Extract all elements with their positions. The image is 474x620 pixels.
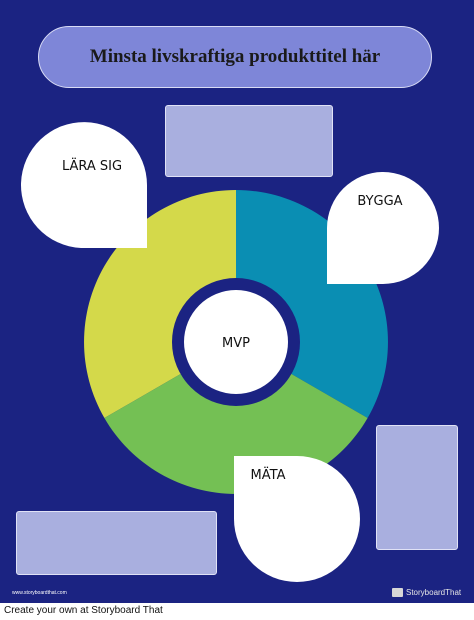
mvp-cycle-diagram: MVP LÄRA SIG BYGGA MÄTA — [21, 122, 439, 582]
label-bygga: BYGGA — [357, 194, 402, 209]
callout-bygga — [327, 172, 439, 284]
storyboard-icon — [392, 587, 403, 597]
text-box-top — [165, 105, 333, 177]
storyboardthat-logo: StoryboardThat — [392, 586, 461, 598]
footer-bar: Create your own at Storyboard That — [0, 603, 474, 620]
page-title: Minsta livskraftiga produkttitel här — [89, 46, 381, 67]
footer-link[interactable]: Create your own at Storyboard That — [4, 605, 163, 616]
callout-lara-sig — [21, 122, 148, 248]
center-circle — [184, 290, 288, 394]
callout-mata — [234, 456, 360, 582]
label-lara-sig: LÄRA SIG — [62, 158, 122, 174]
center-label: MVP — [222, 336, 250, 351]
label-mata: MÄTA — [251, 467, 286, 483]
brand-name: StoryboardThat — [406, 587, 462, 597]
text-box-bottom-left — [16, 511, 217, 575]
watermark-credit: www.storyboardthat.com — [12, 590, 67, 596]
title-banner: Minsta livskraftiga produkttitel här — [38, 26, 432, 88]
text-box-right — [376, 425, 458, 550]
